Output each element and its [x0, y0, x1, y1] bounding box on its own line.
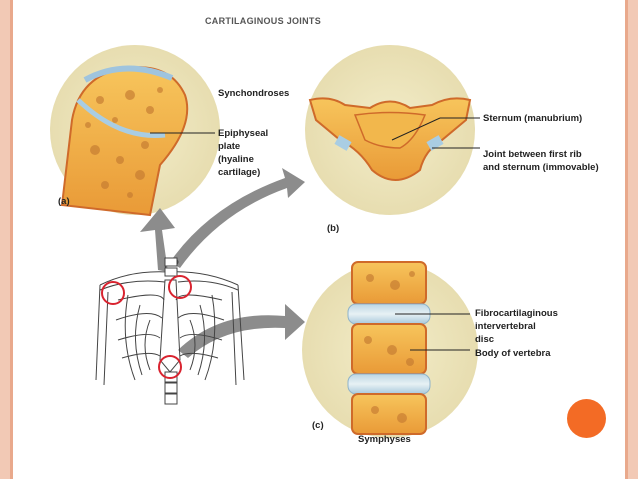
panel-tag-b: (b) — [327, 223, 340, 234]
left-border-inner — [10, 0, 13, 479]
panel-b-art — [305, 45, 480, 215]
label-epiphyseal-2: plate — [218, 141, 241, 152]
label-epiphyseal-4: cartilage) — [218, 167, 261, 178]
panel-tag-c: (c) — [312, 420, 324, 431]
label-body-vertebra: Body of vertebra — [475, 348, 551, 359]
panel-c-art — [302, 261, 478, 438]
accent-dot — [567, 399, 606, 438]
label-sternum: Sternum (manubrium) — [483, 113, 583, 124]
label-epiphyseal-1: Epiphyseal — [218, 128, 269, 139]
panel-tag-a: (a) — [58, 196, 70, 207]
panel-a-art — [50, 45, 220, 217]
right-border-inner — [625, 0, 628, 479]
label-fibro-1: Fibrocartilaginous — [475, 308, 558, 319]
label-fibro-3: disc — [475, 334, 495, 345]
label-joint-1: Joint between first rib — [483, 149, 582, 160]
label-joint-2: and sternum (immovable) — [483, 162, 599, 173]
label-epiphyseal-3: (hyaline — [218, 154, 254, 165]
slide-title: CARTILAGINOUS JOINTS — [205, 16, 322, 26]
left-border — [0, 0, 10, 479]
right-border — [628, 0, 638, 479]
label-fibro-2: intervertebral — [475, 321, 536, 332]
label-synchondroses: Synchondroses — [218, 88, 290, 99]
arrows — [140, 168, 305, 358]
label-symphyses: Symphyses — [358, 434, 411, 445]
highlight-circles — [101, 275, 192, 379]
